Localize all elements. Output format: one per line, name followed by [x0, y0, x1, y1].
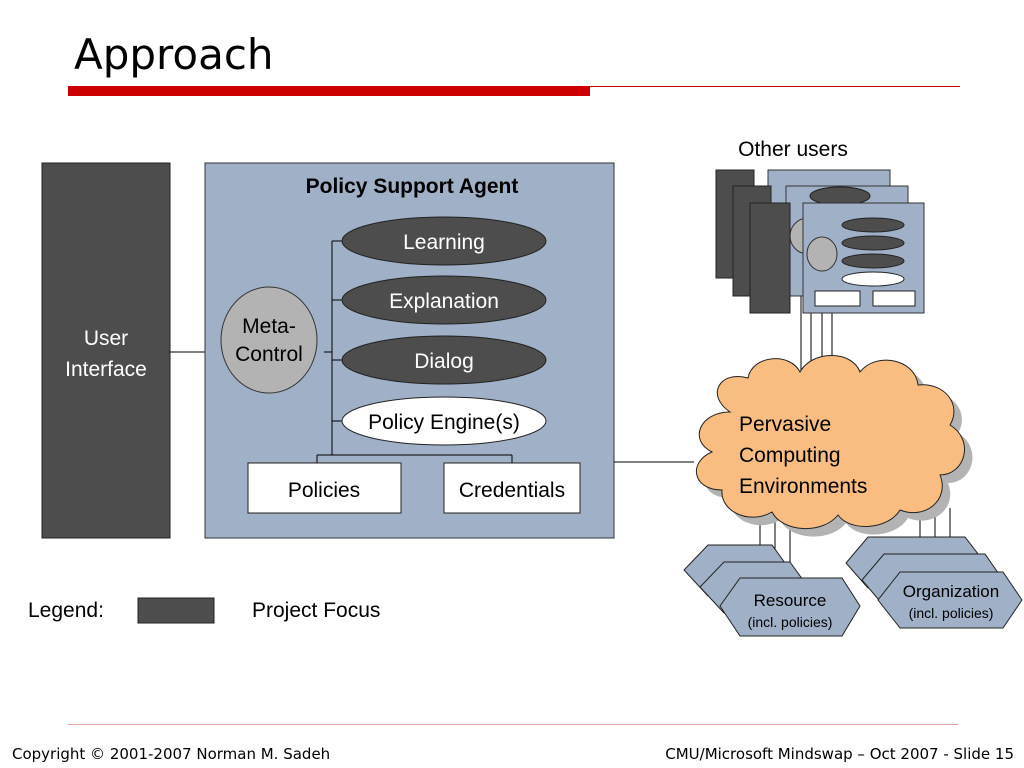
organization-label: Organization [903, 582, 999, 601]
credentials-box: Credentials [443, 462, 581, 514]
svg-text:Policy Engine(s): Policy Engine(s) [368, 411, 520, 434]
user-interface-label-1: User [84, 327, 128, 350]
policies-box: Policies [247, 462, 402, 514]
svg-text:Dialog: Dialog [414, 350, 474, 373]
meta-control-label-2: Control [235, 343, 303, 366]
footer-slide-number: CMU/Microsoft Mindswap – Oct 2007 - Slid… [665, 745, 1014, 763]
user-interface-box: User Interface [41, 162, 171, 539]
svg-text:Explanation: Explanation [389, 290, 499, 313]
legend-label: Legend: [28, 599, 104, 622]
user-interface-label-2: Interface [65, 358, 147, 381]
architecture-diagram: User Interface Policy Support Agent Meta… [41, 138, 1023, 637]
organization-stack: Organization (incl. policies) [845, 536, 1023, 629]
module-dialog: Dialog [341, 335, 547, 385]
slide-title: Approach [74, 30, 274, 79]
resource-sublabel: (incl. policies) [748, 614, 833, 630]
meta-control-tree [316, 240, 513, 463]
resource-stack: Resource (incl. policies) [683, 544, 861, 637]
legend-swatch [137, 597, 215, 624]
other-users-stack [715, 169, 925, 395]
pervasive-computing-cloud: Pervasive Computing Environments [696, 355, 965, 529]
title-rule-red [68, 86, 590, 96]
organization-sublabel: (incl. policies) [909, 605, 994, 621]
footer-copyright: Copyright © 2001-2007 Norman M. Sadeh [12, 745, 331, 763]
legend-project-focus: Project Focus [252, 599, 381, 622]
cloud-label-2: Computing [739, 444, 841, 467]
footer-rule [68, 724, 958, 725]
resource-label: Resource [754, 591, 827, 610]
cloud-label-3: Environments [739, 475, 867, 498]
cloud-label-1: Pervasive [739, 413, 831, 436]
svg-text:Learning: Learning [403, 231, 485, 254]
svg-text:Credentials: Credentials [459, 479, 565, 502]
module-learning: Learning [341, 216, 547, 266]
other-users-label: Other users [738, 138, 848, 161]
module-explanation: Explanation [341, 275, 547, 325]
svg-text:Policies: Policies [288, 479, 360, 502]
meta-control-node: Meta- Control [220, 286, 318, 394]
meta-control-label-1: Meta- [242, 315, 296, 338]
module-policy-engine: Policy Engine(s) [341, 396, 547, 446]
agent-title: Policy Support Agent [306, 175, 519, 198]
title-rule-thin [590, 86, 960, 87]
